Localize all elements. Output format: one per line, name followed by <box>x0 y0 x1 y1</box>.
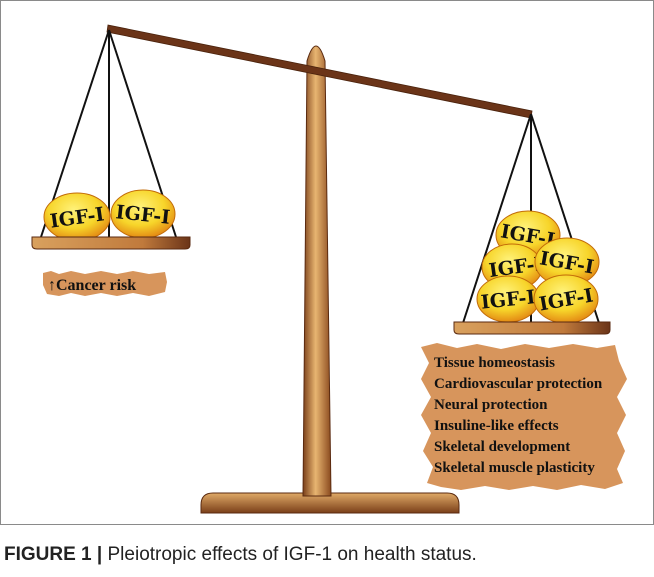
right-egg-3: IGF-I <box>534 237 600 287</box>
effect-item: Skeletal development <box>434 439 570 455</box>
left-egg-2: IGF-I <box>110 189 176 239</box>
right-egg-4: IGF-I <box>476 275 540 323</box>
left-egg-1: IGF-I <box>43 192 111 242</box>
scale-pole <box>302 45 332 497</box>
right-egg-5: IGF-I <box>533 274 599 324</box>
scale-base <box>200 492 460 514</box>
effect-item: Neural protection <box>434 397 548 413</box>
figure-caption: FIGURE 1 | Pleiotropic effects of IGF-1 … <box>4 544 477 566</box>
left-pan <box>31 236 191 250</box>
health-effects-label: Tissue homeostasis Cardiovascular protec… <box>421 343 627 490</box>
cancer-risk-label: ↑Cancer risk <box>43 271 167 296</box>
effect-item: Insuline-like effects <box>434 418 559 434</box>
effect-item: Skeletal muscle plasticity <box>434 460 595 476</box>
effect-item: Cardiovascular protection <box>434 376 603 392</box>
balance-scale-diagram: IGF-I IGF-I ↑Cancer risk IGF-I IGF-I IGF… <box>31 24 627 514</box>
cancer-risk-text: ↑Cancer risk <box>48 277 136 294</box>
figure-number: FIGURE 1 | <box>4 544 103 565</box>
effect-item: Tissue homeostasis <box>434 355 555 371</box>
right-pan <box>453 321 611 335</box>
caption-text: Pleiotropic effects of IGF-1 on health s… <box>102 544 477 565</box>
figure-frame: IGF-I IGF-I ↑Cancer risk IGF-I IGF-I IGF… <box>0 0 654 525</box>
